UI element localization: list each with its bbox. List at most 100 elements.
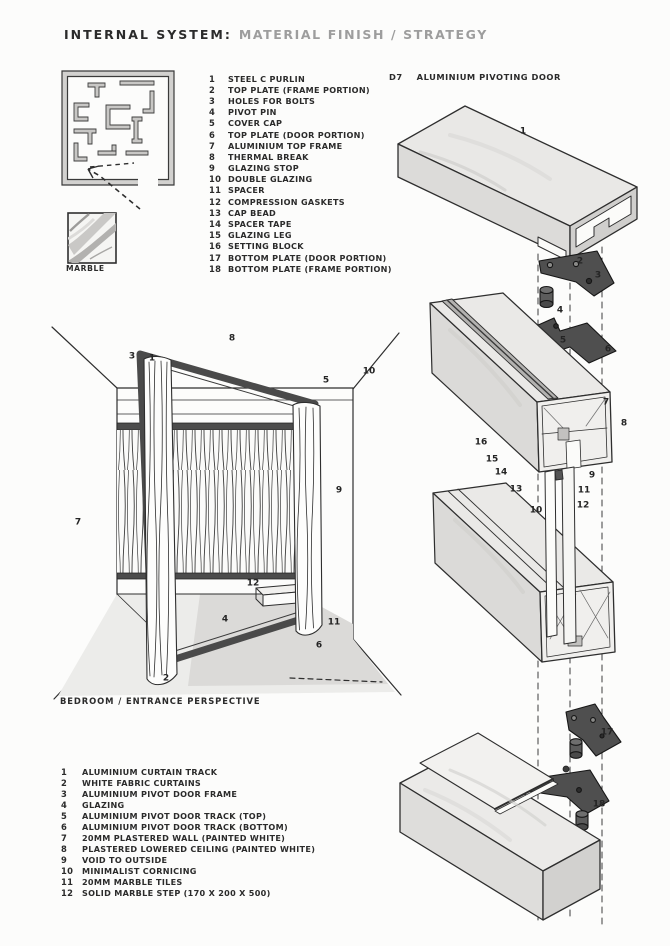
legend-item-number: 13 bbox=[209, 207, 222, 218]
legend-item-number: 3 bbox=[61, 788, 68, 799]
front-curtain-right bbox=[292, 401, 323, 636]
legend-item-label: BOTTOM PLATE (DOOR PORTION) bbox=[228, 252, 387, 263]
aluminium-bottom-frame-drawing bbox=[432, 482, 616, 663]
legend-item: 9 GLAZING STOP bbox=[209, 163, 392, 174]
legend-item-label: SOLID MARBLE STEP (170 X 200 X 500) bbox=[82, 887, 271, 898]
legend-item: 18 BOTTOM PLATE (FRAME PORTION) bbox=[209, 263, 392, 274]
legend-item-number: 11 bbox=[209, 185, 222, 196]
plan-internal-walls bbox=[73, 80, 155, 162]
legend-item-label: ALUMINIUM TOP FRAME bbox=[228, 140, 343, 151]
detail-code: D7 bbox=[389, 72, 403, 82]
legend-item-label: GLAZING LEG bbox=[228, 230, 292, 241]
legend-item-number: 17 bbox=[209, 252, 222, 263]
legend-item-label: WHITE FABRIC CURTAINS bbox=[82, 777, 202, 788]
detail-heading: D7 ALUMINIUM PIVOTING DOOR bbox=[389, 72, 561, 82]
legend-item-label: ALUMINIUM PIVOT DOOR TRACK (BOTTOM) bbox=[82, 821, 288, 832]
perspective-caption: BEDROOM / ENTRANCE PERSPECTIVE bbox=[60, 696, 261, 706]
key-plan-drawing bbox=[61, 70, 175, 210]
marble-floor-tiles bbox=[188, 594, 388, 686]
legend-item: 4 GLAZING bbox=[61, 799, 315, 810]
legend-item: 15 GLAZING LEG bbox=[209, 230, 392, 241]
legend-item-label: THERMAL BREAK bbox=[228, 151, 309, 162]
legend-item-label: COVER CAP bbox=[228, 118, 283, 129]
legend-item-label: BOTTOM PLATE (FRAME PORTION) bbox=[228, 263, 392, 274]
detail-legend: 1 STEEL C PURLIN 2 TOP PLATE (FRAME PORT… bbox=[209, 73, 392, 274]
legend-item-label: GLAZING STOP bbox=[228, 163, 299, 174]
legend-item-label: ALUMINIUM PIVOT DOOR TRACK (TOP) bbox=[82, 810, 267, 821]
legend-item-number: 12 bbox=[209, 196, 222, 207]
legend-item: 5 COVER CAP bbox=[209, 118, 392, 129]
legend-item: 7 20MM PLASTERED WALL (PAINTED WHITE) bbox=[61, 832, 315, 843]
legend-item-number: 8 bbox=[209, 151, 216, 162]
legend-item-label: CAP BEAD bbox=[228, 207, 277, 218]
bottom-plate-door-portion-drawing bbox=[565, 703, 622, 759]
legend-item-number: 3 bbox=[209, 95, 216, 106]
legend-item-number: 4 bbox=[209, 107, 216, 118]
legend-item: 9 VOID TO OUTSIDE bbox=[61, 854, 315, 865]
legend-item: 1 STEEL C PURLIN bbox=[209, 73, 392, 84]
perspective-legend: 1 ALUMINIUM CURTAIN TRACK 2 WHITE FABRIC… bbox=[61, 766, 315, 898]
page-title: INTERNAL SYSTEM: MATERIAL FINISH / STRATE… bbox=[64, 27, 488, 42]
detail-title: ALUMINIUM PIVOTING DOOR bbox=[416, 72, 561, 82]
legend-item-label: TOP PLATE (DOOR PORTION) bbox=[228, 129, 365, 140]
legend-item: 8 THERMAL BREAK bbox=[209, 151, 392, 162]
double-glazing-drawing bbox=[544, 466, 577, 645]
legend-item-label: STEEL C PURLIN bbox=[228, 73, 306, 84]
perspective-drawing bbox=[51, 326, 402, 700]
legend-item-number: 16 bbox=[209, 241, 222, 252]
legend-item: 17 BOTTOM PLATE (DOOR PORTION) bbox=[209, 252, 392, 263]
legend-item: 13 CAP BEAD bbox=[209, 207, 392, 218]
legend-item: 5 ALUMINIUM PIVOT DOOR TRACK (TOP) bbox=[61, 810, 315, 821]
legend-item: 2 TOP PLATE (FRAME PORTION) bbox=[209, 84, 392, 95]
legend-item-number: 6 bbox=[209, 129, 216, 140]
legend-item: 3 HOLES FOR BOLTS bbox=[209, 95, 392, 106]
legend-item: 10 DOUBLE GLAZING bbox=[209, 174, 392, 185]
legend-item-number: 15 bbox=[209, 230, 222, 241]
legend-item-number: 1 bbox=[61, 766, 68, 777]
front-curtain-left bbox=[143, 355, 178, 686]
legend-item-number: 7 bbox=[209, 140, 216, 151]
legend-item-number: 2 bbox=[61, 777, 68, 788]
legend-item: 16 SETTING BLOCK bbox=[209, 241, 392, 252]
legend-item: 3 ALUMINIUM PIVOT DOOR FRAME bbox=[61, 788, 315, 799]
legend-item: 7 ALUMINIUM TOP FRAME bbox=[209, 140, 392, 151]
title-secondary: MATERIAL FINISH / STRATEGY bbox=[238, 27, 488, 42]
legend-item-label: GLAZING bbox=[82, 799, 125, 810]
legend-item-number: 9 bbox=[61, 854, 68, 865]
legend-item: 2 WHITE FABRIC CURTAINS bbox=[61, 777, 315, 788]
legend-item-label: HOLES FOR BOLTS bbox=[228, 95, 316, 106]
legend-item-number: 10 bbox=[209, 174, 222, 185]
legend-item-label: VOID TO OUTSIDE bbox=[82, 854, 168, 865]
legend-item-number: 2 bbox=[209, 84, 216, 95]
aluminium-top-frame-drawing bbox=[429, 292, 613, 473]
legend-item-number: 7 bbox=[61, 832, 68, 843]
legend-item-number: 18 bbox=[209, 263, 222, 274]
legend-item: 6 ALUMINIUM PIVOT DOOR TRACK (BOTTOM) bbox=[61, 821, 315, 832]
legend-item-label: ALUMINIUM PIVOT DOOR FRAME bbox=[82, 788, 238, 799]
legend-item-label: DOUBLE GLAZING bbox=[228, 174, 313, 185]
legend-item: 8 PLASTERED LOWERED CEILING (PAINTED WHI… bbox=[61, 843, 315, 854]
legend-item-label: ALUMINIUM CURTAIN TRACK bbox=[82, 766, 218, 777]
legend-item-number: 8 bbox=[61, 843, 68, 854]
legend-item-number: 6 bbox=[61, 821, 68, 832]
legend-item-number: 14 bbox=[209, 219, 222, 230]
legend-item-label: TOP PLATE (FRAME PORTION) bbox=[228, 84, 370, 95]
legend-item-label: SPACER TAPE bbox=[228, 219, 292, 230]
legend-item: 12 SOLID MARBLE STEP (170 X 200 X 500) bbox=[61, 887, 315, 898]
legend-item-label: PIVOT PIN bbox=[228, 107, 277, 118]
marble-label: MARBLE bbox=[66, 264, 105, 273]
legend-item: 1 ALUMINIUM CURTAIN TRACK bbox=[61, 766, 315, 777]
legend-item-number: 11 bbox=[61, 876, 74, 887]
exploded-axonometric-drawing bbox=[397, 105, 638, 927]
legend-item-label: MINIMALIST CORNICING bbox=[82, 865, 197, 876]
legend-item: 11 SPACER bbox=[209, 185, 392, 196]
marble-swatch bbox=[67, 212, 117, 264]
legend-item-label: 20MM PLASTERED WALL (PAINTED WHITE) bbox=[82, 832, 286, 843]
legend-item-label: SETTING BLOCK bbox=[228, 241, 304, 252]
steel-c-purlin-drawing bbox=[397, 105, 638, 261]
legend-item: 12 COMPRESSION GASKETS bbox=[209, 196, 392, 207]
plan-door-opening bbox=[138, 178, 158, 187]
legend-item-number: 9 bbox=[209, 163, 216, 174]
bottom-channel-drawing bbox=[399, 732, 601, 921]
title-primary: INTERNAL SYSTEM: bbox=[64, 27, 232, 42]
